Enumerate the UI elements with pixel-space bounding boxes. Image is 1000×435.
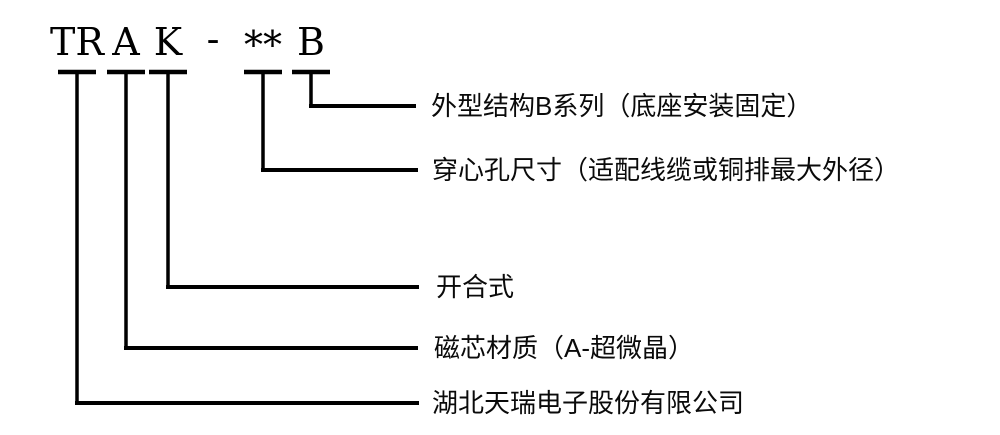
connector-lines — [58, 69, 419, 405]
model-code: TR A K - ** B — [50, 17, 325, 67]
explanation-labels: 外型结构B系列（底座安装固定） 穿心孔尺寸（适配线缆或铜排最大外径） 开合式 磁… — [431, 91, 900, 418]
code-part-k: K — [154, 20, 183, 64]
code-part-b: B — [297, 20, 325, 64]
connector-k — [149, 69, 419, 289]
connector-tr — [58, 69, 419, 405]
label-hole-size: 穿心孔尺寸（适配线缆或铜排最大外径） — [432, 155, 900, 185]
label-core-material: 磁芯材质（A-超微晶） — [434, 333, 694, 363]
label-series: 外型结构B系列（底座安装固定） — [431, 91, 812, 121]
connector-b — [292, 69, 416, 108]
label-company: 湖北天瑞电子股份有限公司 — [432, 388, 744, 418]
code-part-a: A — [111, 20, 140, 64]
label-split-core: 开合式 — [436, 272, 514, 302]
connector-a — [107, 69, 418, 350]
code-separator: - — [207, 17, 220, 61]
code-part-tr: TR — [50, 20, 105, 64]
code-part-hole: ** — [244, 23, 282, 67]
connector-hole — [244, 69, 418, 172]
